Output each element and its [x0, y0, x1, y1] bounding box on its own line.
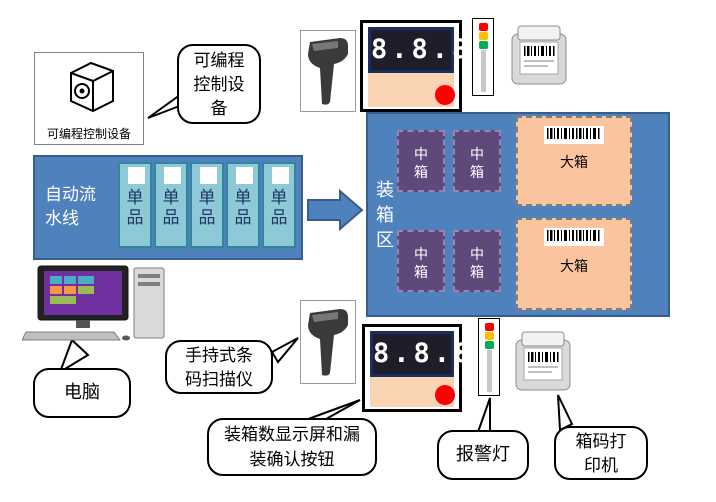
- medium-box: 中箱: [453, 230, 501, 292]
- barcode-icon: [544, 126, 604, 144]
- medium-box: 中箱: [397, 230, 445, 292]
- medium-box: 中箱: [397, 130, 445, 192]
- alarm-light-pole: [487, 350, 492, 392]
- large-box-label: 大箱: [560, 259, 588, 275]
- computer-callout-tail: [58, 338, 90, 375]
- computer-callout: 电脑: [33, 368, 131, 418]
- unit-item: 单品: [262, 162, 296, 248]
- top-scanner: [300, 30, 356, 112]
- display-callout: 装箱数显示屏和漏装确认按钮: [207, 418, 377, 476]
- alarm-callout-tail: [476, 397, 491, 433]
- missing-pack-confirm-button[interactable]: [435, 85, 455, 105]
- barcode-icon: [544, 228, 604, 246]
- large-box-label: 大箱: [560, 155, 588, 171]
- alarm-light-pole: [481, 50, 486, 92]
- scanner-callout-tail: [270, 337, 299, 364]
- display-digits: 8.8.8.: [371, 34, 493, 65]
- unit-item: 单品: [118, 162, 152, 248]
- medium-box: 中箱: [453, 130, 501, 192]
- alarm-light-red: [485, 323, 494, 331]
- plc-device: 可编程控制设备: [34, 52, 144, 145]
- plc-callout: 可编程控制设备: [177, 44, 261, 124]
- qr-code-icon: [164, 167, 181, 184]
- digit-display: 8.8.8.: [368, 27, 493, 73]
- unit-item: 单品: [154, 162, 188, 248]
- plc-device-icon: [70, 61, 114, 113]
- missing-pack-confirm-button[interactable]: [435, 385, 455, 405]
- display-digits: 8.8.8.: [373, 338, 495, 369]
- top-display-unit: 8.8.8.: [360, 20, 493, 112]
- large-box: 大箱: [516, 218, 632, 310]
- barcode-scanner-icon: [308, 309, 348, 376]
- qr-code-icon: [128, 167, 145, 184]
- unit-item: 单品: [190, 162, 224, 248]
- qr-code-icon: [200, 167, 217, 184]
- label-printer-icon: [511, 25, 567, 85]
- large-box: 大箱: [516, 116, 632, 206]
- bottom-scanner: [300, 300, 356, 384]
- alarm-light-green: [485, 341, 494, 349]
- label-printer-callout: 箱码打印机: [554, 426, 648, 480]
- computer-icon: [22, 265, 165, 341]
- assembly-line-label: 自动流水线: [45, 185, 96, 229]
- packing-area-label: 装箱区: [376, 180, 394, 251]
- alarm-light-red: [479, 23, 488, 31]
- barcode-scanner-icon: [308, 38, 348, 105]
- top-alarm-light: [472, 18, 494, 96]
- label-printer-icon: [515, 331, 571, 391]
- printer-callout-tail: [557, 394, 574, 432]
- unit-item: 单品: [226, 162, 260, 248]
- scanner-callout: 手持式条码扫描仪: [165, 340, 273, 394]
- digit-display: 8.8.8.: [370, 331, 495, 377]
- qr-code-icon: [272, 167, 289, 184]
- bottom-alarm-light: [478, 318, 500, 396]
- bottom-display-unit: 8.8.8.: [362, 324, 495, 412]
- alarm-light-green: [479, 41, 488, 49]
- flow-arrow-icon: [307, 188, 364, 232]
- plc-caption: 可编程控制设备: [46, 127, 131, 141]
- alarm-light-yellow: [485, 332, 494, 340]
- alarm-light-callout: 报警灯: [437, 430, 529, 480]
- qr-code-icon: [236, 167, 253, 184]
- alarm-light-yellow: [479, 32, 488, 40]
